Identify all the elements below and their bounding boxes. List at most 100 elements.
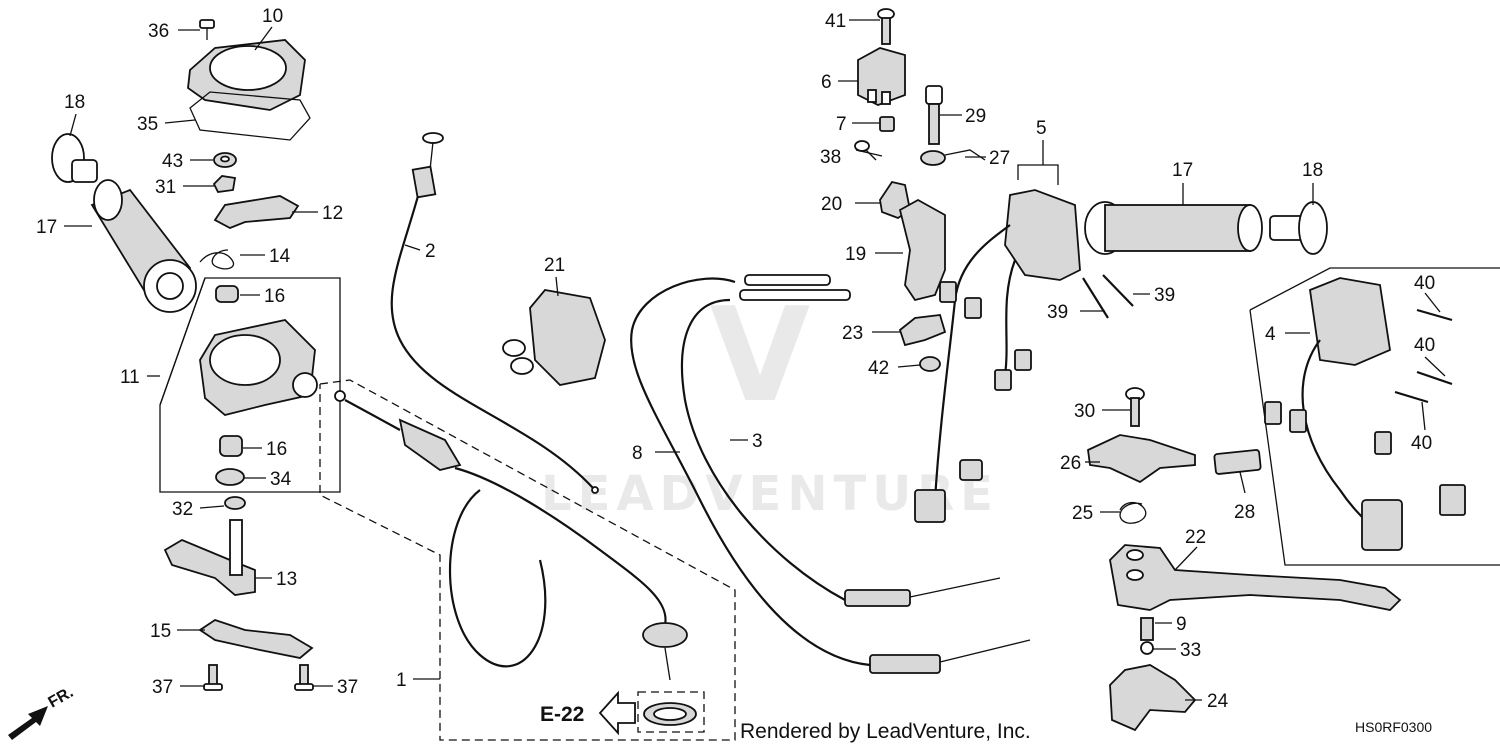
callout-39-left: 39 [1047, 302, 1068, 323]
callout-43: 43 [162, 151, 183, 172]
screw-37-right [294, 664, 314, 691]
leader-lines [64, 19, 1446, 701]
callout-6: 6 [821, 72, 832, 93]
callout-17-left: 17 [36, 217, 57, 238]
callout-37-right: 37 [337, 677, 358, 698]
screw-41 [877, 8, 895, 45]
grip-17-right [1084, 201, 1263, 255]
callout-8: 8 [632, 443, 643, 464]
screw-30 [1125, 387, 1145, 427]
diagram-code: HS0RF0300 [1355, 719, 1432, 735]
callout-10: 10 [262, 6, 283, 27]
callout-11: 11 [120, 367, 140, 388]
callout-21: 21 [544, 255, 565, 276]
callout-34: 34 [270, 469, 292, 490]
callout-17-right: 17 [1172, 160, 1193, 181]
callout-23: 23 [842, 323, 863, 344]
grip-end-18-left [51, 133, 98, 183]
callout-40-c: 40 [1411, 433, 1432, 454]
lever-12 [213, 195, 300, 229]
cable-8 [630, 277, 1031, 674]
screw-40-b [1416, 370, 1453, 386]
callout-2: 2 [425, 241, 436, 262]
callout-38: 38 [820, 147, 841, 168]
plug-16-bottom [219, 435, 243, 457]
throttle-housing-11 [199, 319, 318, 416]
callout-16-top: 16 [264, 286, 285, 307]
callout-41: 41 [825, 11, 846, 32]
callout-35: 35 [137, 114, 158, 135]
reference-e22: E-22 [540, 690, 705, 736]
grip-17-left [90, 179, 197, 313]
callout-9: 9 [1176, 614, 1187, 635]
screw-40-a [1416, 308, 1453, 322]
callout-18-left: 18 [64, 92, 85, 113]
switch-housing-5 [914, 189, 1081, 523]
watermark-logo: V [710, 279, 811, 431]
switch-group-outline-bottom [1249, 309, 1500, 566]
clamp-19 [898, 198, 946, 302]
clip-7 [879, 116, 895, 132]
callout-20: 20 [821, 194, 842, 215]
choke-cable-2 [390, 132, 599, 494]
callout-3: 3 [752, 431, 763, 452]
throttle-cable-1 [334, 390, 688, 681]
nut-42 [919, 356, 941, 372]
screw-37-left [203, 664, 223, 691]
front-label: FR. [46, 684, 77, 712]
callout-13: 13 [276, 569, 297, 590]
callouts: 36 10 35 43 31 12 14 18 17 16 11 16 34 3… [36, 6, 1435, 712]
washer-34 [215, 468, 245, 486]
callout-1: 1 [396, 670, 407, 691]
relay-6 [857, 47, 906, 106]
callout-40-b: 40 [1414, 335, 1435, 356]
screw-40-c [1394, 390, 1429, 404]
throttle-cable-group-outline [319, 379, 736, 741]
callout-40-a: 40 [1414, 273, 1435, 294]
callout-5: 5 [1036, 118, 1047, 139]
callout-30: 30 [1074, 401, 1095, 422]
plate-15 [198, 619, 314, 659]
callout-16-bottom: 16 [266, 439, 287, 460]
screw-39-left [1082, 277, 1109, 319]
callout-33: 33 [1180, 640, 1201, 661]
spring-14 [199, 249, 235, 270]
callout-24: 24 [1207, 691, 1229, 712]
grip-end-18-right [1269, 201, 1328, 255]
gasket-35 [189, 91, 311, 141]
callout-18-right: 18 [1302, 160, 1323, 181]
callout-42: 42 [868, 358, 889, 379]
callout-39-right: 39 [1154, 285, 1175, 306]
cable-3 [680, 274, 1001, 607]
callout-32: 32 [172, 499, 193, 520]
screw-39-right [1102, 274, 1134, 307]
brake-lever-22 [1109, 544, 1402, 611]
washer-32 [224, 496, 246, 510]
nut-43 [213, 152, 237, 168]
callout-22: 22 [1185, 527, 1206, 548]
callout-14: 14 [269, 246, 291, 267]
switch-4 [1264, 277, 1466, 551]
callout-26: 26 [1060, 453, 1081, 474]
bolt-29 [925, 85, 943, 145]
callout-4: 4 [1265, 324, 1276, 345]
callout-19: 19 [845, 244, 866, 265]
washer-31 [212, 175, 237, 193]
ball-33 [1140, 641, 1154, 655]
bracket-23 [898, 314, 947, 347]
spring-9 [1140, 617, 1154, 641]
front-arrow: FR. [8, 684, 76, 740]
spring-25 [1119, 501, 1147, 524]
pad-28 [1213, 449, 1262, 475]
callout-37-left: 37 [152, 677, 173, 698]
cover-21 [502, 289, 606, 386]
plug-16-top [215, 285, 239, 303]
callout-28: 28 [1234, 502, 1255, 523]
switch-group-outline-top [1249, 267, 1500, 311]
callout-36: 36 [148, 21, 169, 42]
rendered-by-text: Rendered by LeadVenture, Inc. [740, 720, 1031, 743]
holder-24 [1109, 664, 1197, 732]
callout-29: 29 [965, 106, 986, 127]
callout-27: 27 [989, 148, 1010, 169]
